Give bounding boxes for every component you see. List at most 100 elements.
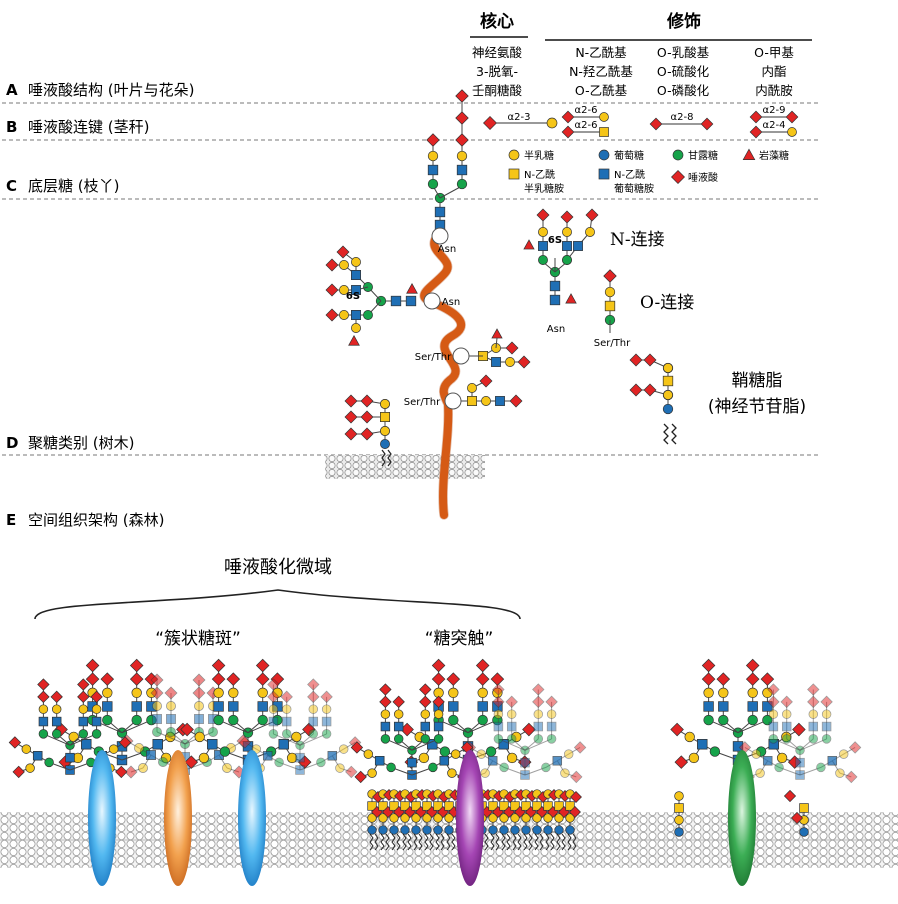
- sialic-acid-icon: [50, 690, 63, 704]
- sialic-acid-icon: [807, 683, 820, 696]
- galactose-icon: [427, 150, 439, 162]
- galactose-icon: [546, 709, 557, 719]
- legend-item: 甘露糖: [672, 149, 718, 162]
- glycan-classes: Asn Asn Ser/Thr Ser/Thr 6S Asn 6S Ser/Th…: [325, 89, 806, 520]
- galactose-icon: [565, 813, 575, 823]
- sialic-acid-icon: [77, 678, 90, 691]
- sialic-acid-icon: [431, 658, 446, 673]
- glcnac-icon: [439, 756, 450, 766]
- galactose-icon: [228, 687, 239, 698]
- galactose-icon: [755, 768, 765, 778]
- sialic-acid-icon: [129, 658, 144, 673]
- sialic-acid-icon: [671, 170, 685, 184]
- galactose-icon: [339, 260, 349, 270]
- linkage-a28: α2-8: [658, 112, 705, 125]
- galnac-icon: [565, 801, 575, 811]
- mannose-icon: [363, 310, 373, 320]
- lipid-tail: [446, 833, 456, 851]
- galactose-icon: [562, 227, 572, 237]
- mannose-icon: [808, 734, 819, 744]
- galactose-icon: [339, 285, 349, 295]
- glcnac-icon: [327, 751, 338, 761]
- galactose-icon: [433, 709, 444, 719]
- glycolipid-label: 鞘糖脂: [732, 371, 783, 391]
- galactose-icon: [363, 749, 374, 759]
- lipid-tail: [369, 833, 379, 851]
- glcnac-icon: [380, 721, 391, 732]
- galactose-icon: [152, 701, 162, 711]
- galactose-icon: [604, 286, 616, 298]
- sialic-acid-icon: [325, 283, 339, 297]
- galactose-icon: [268, 704, 279, 714]
- mannose-icon: [208, 727, 218, 737]
- mannose-icon: [538, 255, 548, 265]
- linkage-label: α2-3: [508, 112, 531, 123]
- monosaccharide-legend: 半乳糖葡萄糖甘露糖岩藻糖N-乙酰半乳糖胺N-乙酰葡萄糖胺唾液酸: [508, 148, 789, 195]
- galactose-icon: [380, 426, 390, 436]
- mannose-icon: [768, 734, 779, 744]
- sialic-acid-icon: [792, 722, 806, 737]
- mannose-icon: [506, 734, 517, 744]
- sialic-acid-icon: [807, 695, 820, 709]
- glcnac-icon: [393, 721, 404, 732]
- galactose-icon: [533, 709, 544, 719]
- level-letter: B: [6, 118, 17, 136]
- galactose-icon: [476, 749, 487, 759]
- core-line: 壬酮糖酸: [472, 83, 523, 98]
- galactose-icon: [21, 744, 32, 754]
- glcnac-icon: [808, 721, 819, 732]
- sialic-acid-icon: [307, 678, 320, 691]
- glucose-icon: [400, 825, 410, 835]
- lipid-tail: [391, 833, 401, 851]
- legend-label: N-乙酰: [614, 168, 645, 181]
- glcnac-icon: [533, 721, 544, 732]
- glcnac-icon: [718, 701, 729, 712]
- glcnac-icon: [781, 721, 792, 732]
- glcnac-icon: [146, 750, 156, 760]
- galnac-icon: [433, 801, 443, 811]
- legend-label: 葡萄糖: [614, 149, 644, 162]
- sialic-acid-icon: [716, 672, 731, 686]
- mannose-icon: [158, 757, 168, 767]
- glcnac-icon: [498, 739, 509, 750]
- level-letter: E: [6, 511, 16, 529]
- glcnac-icon: [51, 716, 62, 727]
- galactose-icon: [131, 687, 142, 698]
- legend-label: 半乳糖胺: [524, 182, 564, 195]
- galactose-icon: [684, 731, 695, 743]
- core-line: 神经氨酸: [472, 45, 523, 60]
- glcnac-icon: [506, 721, 517, 732]
- galnac-icon: [422, 801, 432, 811]
- glycoprotein-tree: [463, 683, 587, 784]
- mannose-icon: [91, 729, 102, 739]
- sialic-acid-icon: [150, 673, 164, 687]
- mod-cell: O-乳酸基: [657, 45, 710, 60]
- galactose-icon: [450, 749, 461, 759]
- galnac-icon: [543, 801, 553, 811]
- legend-label: 唾液酸: [688, 171, 718, 184]
- mannose-icon: [816, 762, 826, 773]
- galactose-icon: [747, 687, 758, 698]
- mod-cell: N-羟乙酰基: [569, 64, 633, 79]
- galactose-icon: [663, 390, 673, 400]
- glcnac-icon: [697, 739, 708, 750]
- glcnac-icon: [433, 721, 444, 732]
- galactose-icon: [808, 709, 819, 719]
- asn-site: [423, 292, 441, 310]
- legend-label: 岩藻糖: [759, 149, 789, 162]
- level-letter: A: [6, 81, 18, 99]
- legend-item: 岩藻糖: [742, 148, 789, 162]
- sialic-acid-icon: [475, 672, 490, 686]
- sialic-acid-icon: [455, 111, 469, 125]
- galactose-icon: [674, 791, 684, 801]
- mannose-icon: [562, 255, 572, 265]
- sialic-acid-icon: [455, 133, 469, 147]
- sialic-acid-icon: [325, 308, 339, 322]
- sialic-acid-icon: [603, 269, 617, 283]
- galactose-icon: [448, 687, 459, 698]
- modification-heading: 修饰: [666, 11, 701, 32]
- glcnac-icon: [32, 751, 43, 761]
- galactose-icon: [480, 768, 490, 778]
- sialic-acid-icon: [115, 765, 128, 779]
- galactose-icon: [838, 749, 849, 759]
